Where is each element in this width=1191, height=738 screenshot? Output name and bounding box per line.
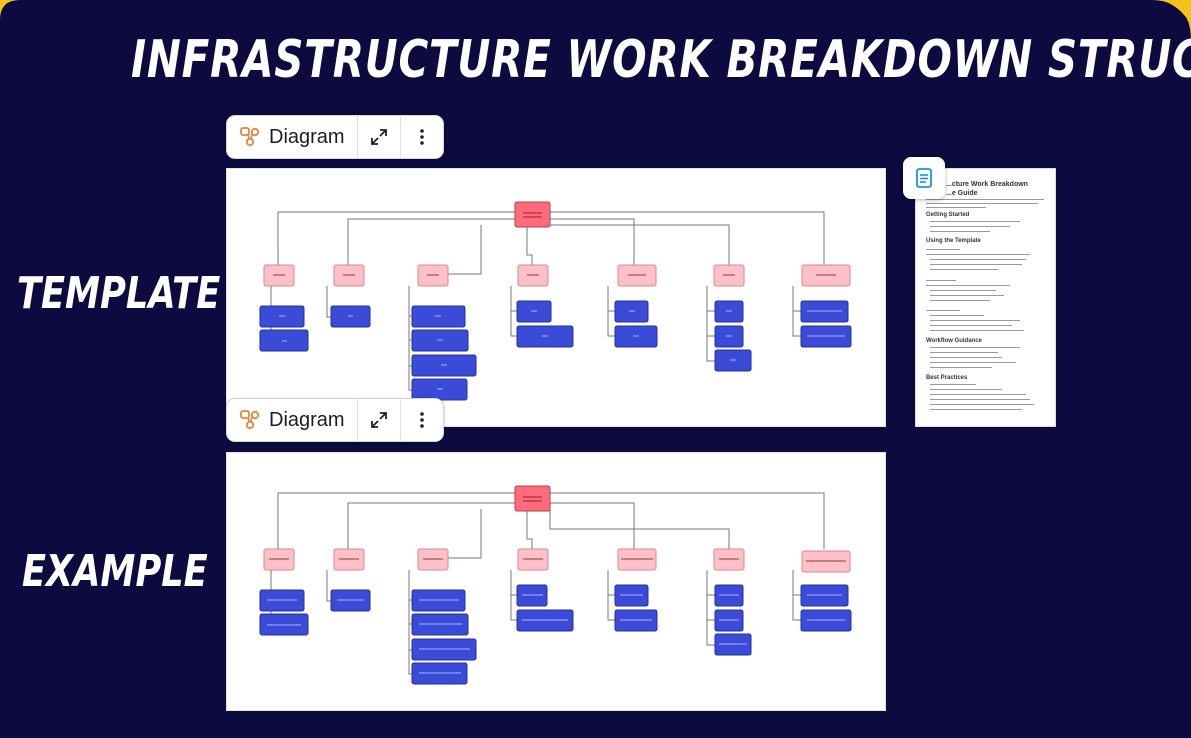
diagram-label: Diagram — [269, 408, 345, 431]
template-label: Template — [17, 268, 221, 319]
doc-section-1: Getting Started — [926, 212, 970, 218]
diagram-menu-button[interactable]: Diagram — [227, 399, 358, 441]
more-vertical-icon — [419, 412, 424, 428]
example-diagram-toolbar: Diagram — [226, 398, 444, 442]
template-diagram-toolbar: Diagram — [226, 115, 444, 159]
example-label: Example — [22, 546, 208, 597]
more-options-button[interactable] — [401, 399, 443, 441]
more-options-button[interactable] — [401, 116, 443, 158]
doc-section-4: Best Practices — [926, 375, 968, 381]
doc-section-2: Using the Template — [926, 238, 981, 244]
example-level1-nodes — [263, 548, 851, 573]
doc-section-3: Workflow Guidance — [926, 338, 982, 344]
expand-icon — [370, 412, 387, 428]
more-vertical-icon — [419, 129, 424, 145]
document-icon — [916, 168, 932, 188]
expand-button[interactable] — [358, 116, 401, 158]
example-wbs-diagram — [259, 485, 852, 685]
diagram-icon — [240, 127, 260, 147]
template-wbs-diagram — [259, 201, 852, 401]
page-title: Infrastructure Work Breakdown Structure — [131, 30, 1191, 90]
document-button[interactable] — [903, 157, 945, 199]
doc-title-line2: ...e Guide — [946, 190, 978, 197]
doc-title-line1: ...cture Work Breakdown — [946, 181, 1028, 188]
diagram-icon — [240, 410, 260, 430]
guide-document-thumbnail[interactable]: ...cture Work Breakdown ...e Guide Getti… — [915, 168, 1056, 427]
template-root-node — [514, 201, 551, 228]
example-root-node — [514, 485, 551, 512]
example-board[interactable] — [226, 452, 886, 711]
expand-button[interactable] — [358, 399, 401, 441]
expand-icon — [370, 129, 387, 145]
template-board[interactable] — [226, 168, 886, 427]
diagram-label: Diagram — [269, 125, 345, 148]
diagram-menu-button[interactable]: Diagram — [227, 116, 358, 158]
